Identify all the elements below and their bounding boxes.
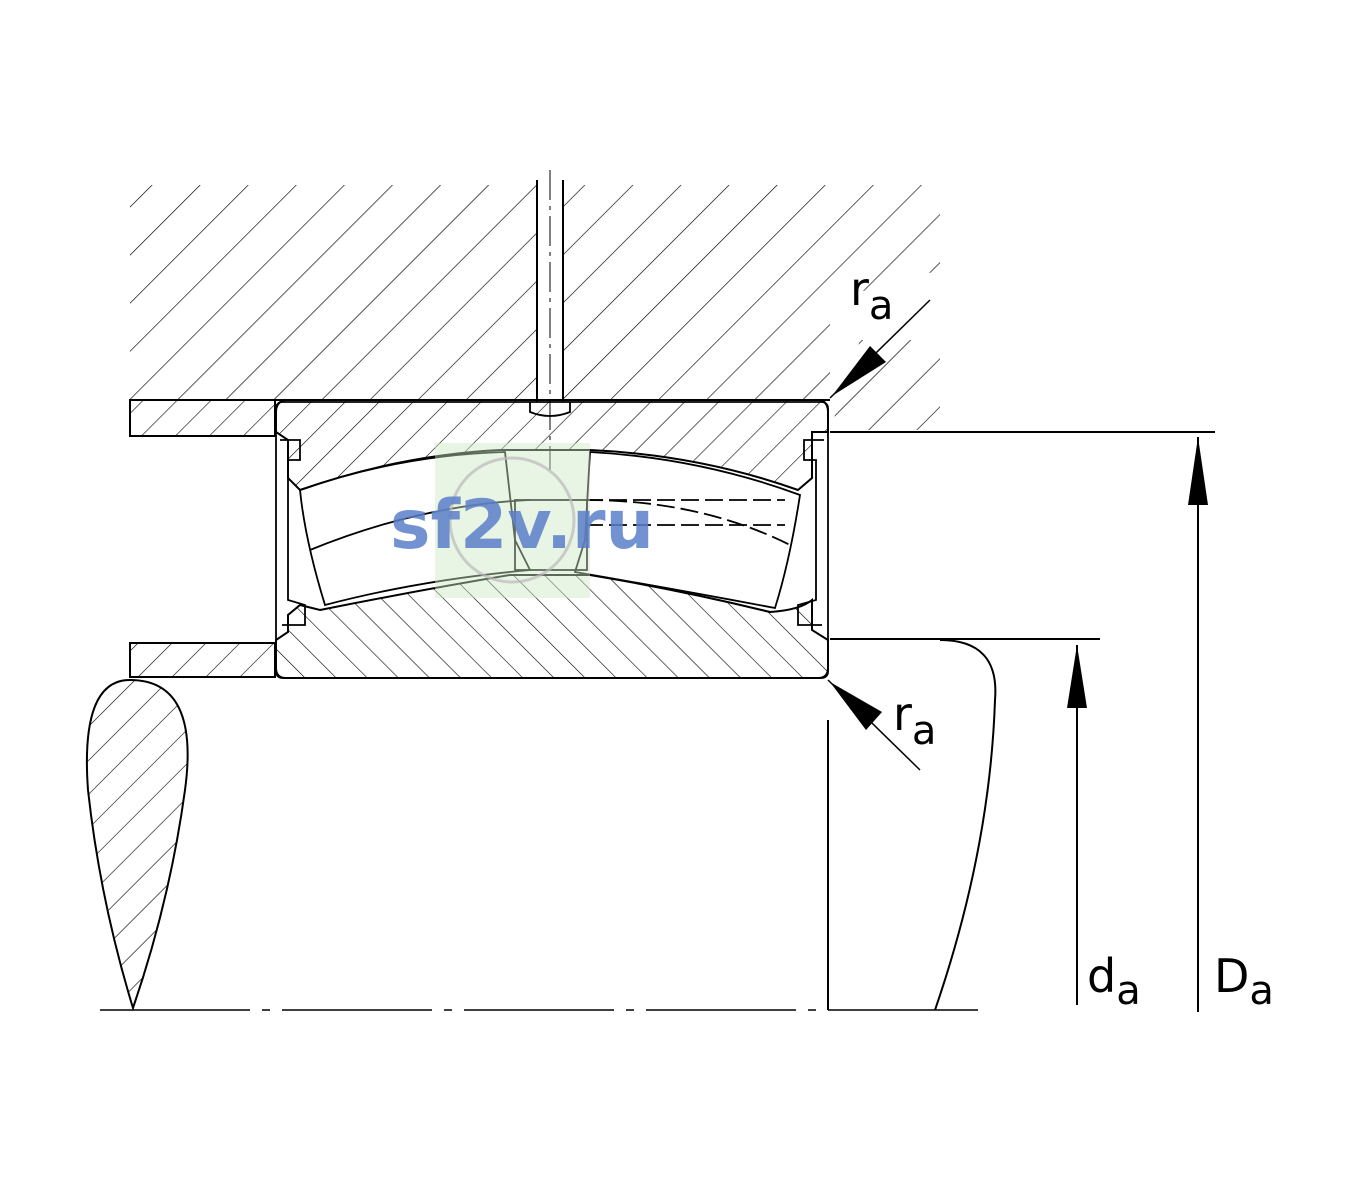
ra-top-arrowhead [832,346,886,396]
left-cage-profile [280,439,306,626]
ra-bottom-label: ra [893,687,936,754]
da-arrowhead [1067,645,1087,708]
watermark-ring [448,456,576,584]
watermark-text: sf2v.ru [390,486,654,565]
radius-ra-top: ra [829,262,931,399]
lubrication-hole [536,170,564,470]
Da-label: Da [1214,949,1274,1014]
bearing-outline [275,401,829,679]
Da-arrowhead [1188,437,1208,505]
housing [130,185,1215,433]
right-cage-profile [797,439,824,626]
upper-spacer-ring [129,399,276,437]
shaft-shoulder-profile [934,639,997,1011]
dimension-da: da [1067,645,1141,1014]
ra-top-label: ra [850,262,893,329]
lower-spacer-ring [129,642,276,678]
dimension-Da: Da [1188,437,1274,1014]
right-roller [573,451,802,610]
shaft-break-section [85,678,189,1012]
lube-groove [529,402,571,417]
housing-hatch [130,185,940,400]
radius-ra-bottom: ra [827,679,936,771]
watermark-badge [435,443,590,598]
watermark: sf2v.ru [390,443,654,598]
left-roller [299,451,532,607]
left-spacers [129,399,276,678]
da-label: da [1087,949,1141,1014]
ra-bottom-arrowhead [830,682,882,730]
left-roller-line [309,499,531,551]
